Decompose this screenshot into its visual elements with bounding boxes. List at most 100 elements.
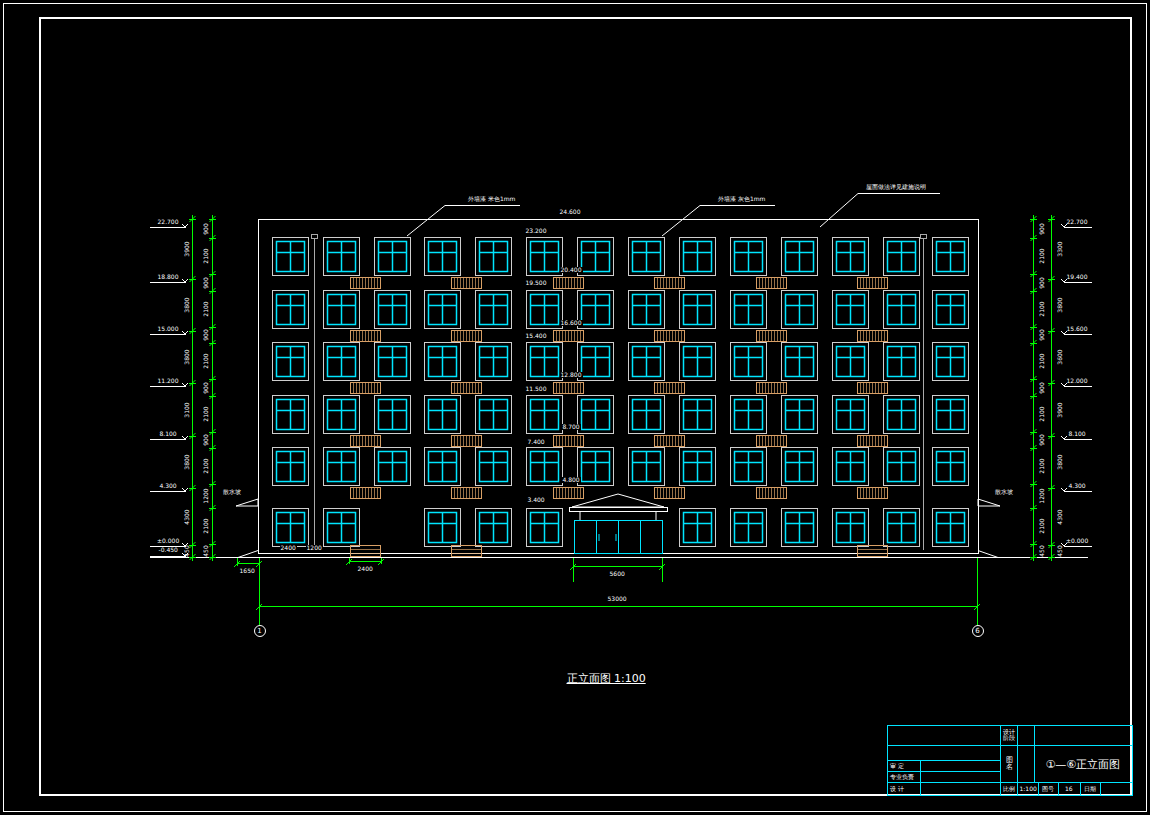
window-sash bbox=[786, 452, 814, 482]
balcony-railing bbox=[777, 383, 778, 393]
balcony-railing bbox=[757, 436, 787, 447]
dimension-text: 3900 bbox=[183, 241, 189, 256]
balcony-railing bbox=[655, 331, 685, 342]
window-transom bbox=[277, 305, 305, 307]
balcony-railing bbox=[469, 488, 470, 498]
balcony-railing bbox=[463, 436, 464, 446]
elevation-symbol bbox=[150, 439, 186, 440]
balcony-railing bbox=[568, 488, 569, 498]
dimension-text: 900 bbox=[202, 382, 208, 393]
balcony-railing bbox=[580, 436, 581, 446]
dimension-line bbox=[190, 328, 196, 334]
elevation-mark: 15.000 bbox=[158, 326, 179, 332]
dimension-text: 2100 bbox=[202, 353, 208, 368]
window-frame bbox=[629, 238, 665, 276]
title-block bbox=[887, 760, 1000, 761]
title-block-cell: 专业负责 bbox=[890, 774, 914, 780]
balcony-railing bbox=[669, 436, 670, 446]
balcony-railing bbox=[863, 436, 864, 446]
window-mullion bbox=[950, 295, 952, 325]
balcony-railing bbox=[771, 278, 772, 288]
balcony-railing bbox=[469, 383, 470, 393]
balcony-railing bbox=[681, 331, 682, 341]
title-block bbox=[920, 760, 921, 795]
balcony-railing bbox=[681, 278, 682, 288]
entrance-door bbox=[575, 521, 663, 554]
balcony-railing bbox=[574, 488, 575, 498]
balcony-railing bbox=[562, 331, 563, 341]
title-block-cell: 图名 bbox=[1006, 757, 1013, 772]
window-transom bbox=[684, 462, 712, 464]
leader-line bbox=[820, 194, 940, 228]
elevation-symbol bbox=[1061, 436, 1067, 439]
dimension-text: 900 bbox=[1038, 277, 1044, 288]
window-mullion bbox=[646, 400, 648, 430]
window-sash bbox=[633, 347, 661, 377]
balcony-railing bbox=[460, 331, 461, 341]
balcony-railing bbox=[678, 383, 679, 393]
balcony-railing bbox=[356, 278, 357, 288]
window-mullion bbox=[341, 513, 343, 543]
elevation-symbol bbox=[1061, 279, 1067, 282]
elevation-symbol bbox=[182, 331, 188, 334]
title-block bbox=[1034, 725, 1035, 782]
balcony-railing bbox=[562, 383, 563, 393]
building-outline bbox=[978, 499, 1000, 506]
window-frame bbox=[782, 509, 818, 547]
balcony-railing bbox=[869, 278, 870, 288]
balcony-railing bbox=[356, 331, 357, 341]
balcony-railing bbox=[783, 278, 784, 288]
window-frame bbox=[833, 396, 869, 434]
window-mullion bbox=[748, 242, 750, 272]
window-frame bbox=[324, 396, 360, 434]
balcony-railing bbox=[780, 278, 781, 288]
dimension-text: 3100 bbox=[183, 402, 189, 417]
balcony-railing bbox=[762, 436, 763, 446]
balcony-railing bbox=[858, 331, 888, 342]
window-frame bbox=[933, 291, 969, 329]
balcony-railing bbox=[762, 278, 763, 288]
window-mullion bbox=[646, 295, 648, 325]
building-outline bbox=[150, 220, 1088, 558]
window-transom bbox=[328, 462, 356, 464]
window-mullion bbox=[544, 452, 546, 482]
window-transom bbox=[379, 305, 407, 307]
balcony-railing bbox=[362, 278, 363, 288]
balcony-railing bbox=[356, 436, 357, 446]
balcony-railing bbox=[353, 436, 354, 446]
balcony-railing bbox=[783, 436, 784, 446]
balcony-railing bbox=[460, 383, 461, 393]
window-sash bbox=[429, 400, 457, 430]
dimension-text: 2100 bbox=[1038, 458, 1044, 473]
balcony-railing bbox=[374, 383, 375, 393]
balcony-railing bbox=[783, 383, 784, 393]
window-frame bbox=[476, 509, 512, 547]
balcony-railing bbox=[863, 278, 864, 288]
dimension-line bbox=[256, 604, 262, 610]
balcony-railing bbox=[780, 488, 781, 498]
window-sash bbox=[633, 400, 661, 430]
elevation-symbol bbox=[1061, 224, 1067, 227]
window-sash bbox=[531, 347, 559, 377]
entry-step bbox=[857, 549, 887, 550]
balcony-railing bbox=[783, 488, 784, 498]
window-mullion bbox=[697, 513, 699, 543]
window-sash bbox=[379, 347, 407, 377]
balcony-railing bbox=[675, 436, 676, 446]
balcony-railing bbox=[565, 436, 566, 446]
balcony-railing bbox=[884, 383, 885, 393]
window-mullion bbox=[799, 295, 801, 325]
balcony-railing bbox=[463, 488, 464, 498]
dimension-line bbox=[1049, 380, 1055, 386]
balcony-railing bbox=[574, 436, 575, 446]
elevation-symbol bbox=[1061, 383, 1067, 386]
dimension-text: 3900 bbox=[1056, 402, 1062, 417]
balcony-railing bbox=[869, 436, 870, 446]
balcony-railing bbox=[881, 331, 882, 341]
window-sash bbox=[429, 242, 457, 272]
dimension-line bbox=[378, 559, 384, 565]
balcony-railing bbox=[866, 383, 867, 393]
dimension-line bbox=[1049, 216, 1055, 222]
window-sash bbox=[328, 452, 356, 482]
window-transom bbox=[328, 523, 356, 525]
